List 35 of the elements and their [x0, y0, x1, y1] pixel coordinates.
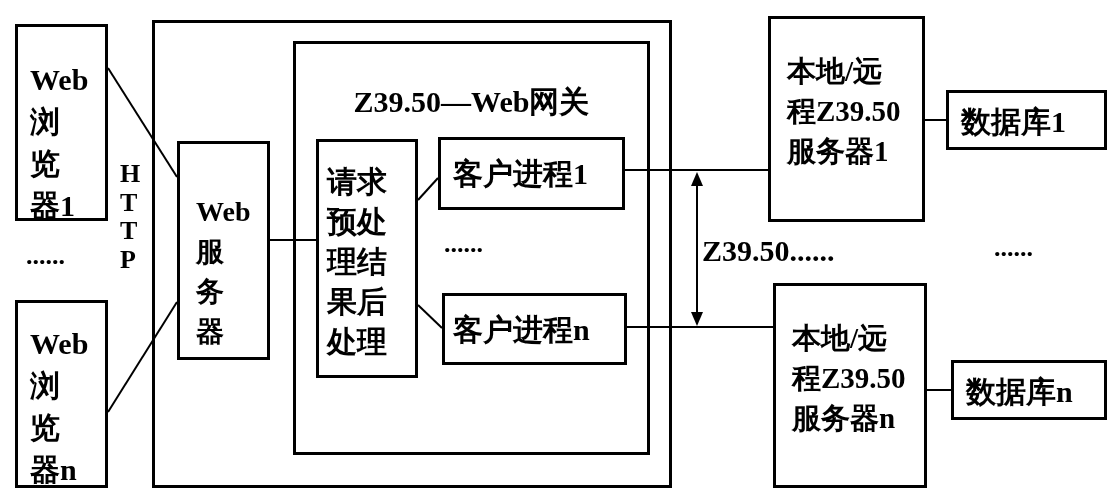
connector-line	[107, 67, 178, 178]
node-label: 本地/远程Z39.50服务器1	[785, 54, 902, 169]
protocol-label: Z39.50......	[702, 233, 835, 269]
server-box	[768, 16, 925, 222]
browser-box	[15, 300, 108, 488]
connector-line	[626, 326, 774, 328]
gateway-box	[293, 41, 650, 455]
database-box	[946, 90, 1107, 150]
ellipsis-text: ......	[444, 228, 483, 260]
node-label: 客户进程n	[452, 312, 591, 348]
process-box	[438, 137, 625, 210]
node-label: 数据库n	[964, 374, 1074, 410]
node-label: 请求预处理结果后处理	[325, 164, 388, 360]
ellipsis-text: ......	[994, 232, 1033, 264]
node-label: 数据库1	[959, 104, 1067, 140]
connector-line	[624, 169, 769, 171]
connector-line	[269, 239, 317, 241]
connector-line	[107, 301, 178, 413]
protocol-label: HTTP	[120, 160, 142, 275]
connector-line	[417, 304, 443, 329]
system-frame	[152, 20, 672, 488]
server-box	[177, 141, 270, 360]
database-box	[951, 360, 1107, 420]
process-box	[316, 139, 418, 378]
connector-line	[926, 389, 952, 391]
ellipsis-text: ......	[26, 240, 65, 272]
browser-box	[15, 24, 108, 221]
connector-line	[924, 119, 947, 121]
server-box	[773, 283, 927, 488]
node-label: Web浏览器n	[29, 326, 90, 488]
node-label: 客户进程1	[452, 156, 589, 192]
node-label: Z39.50—Web网关	[352, 84, 591, 120]
process-box	[442, 293, 627, 365]
connector-line	[417, 177, 439, 201]
node-label: 本地/远程Z39.50服务器n	[790, 321, 907, 436]
